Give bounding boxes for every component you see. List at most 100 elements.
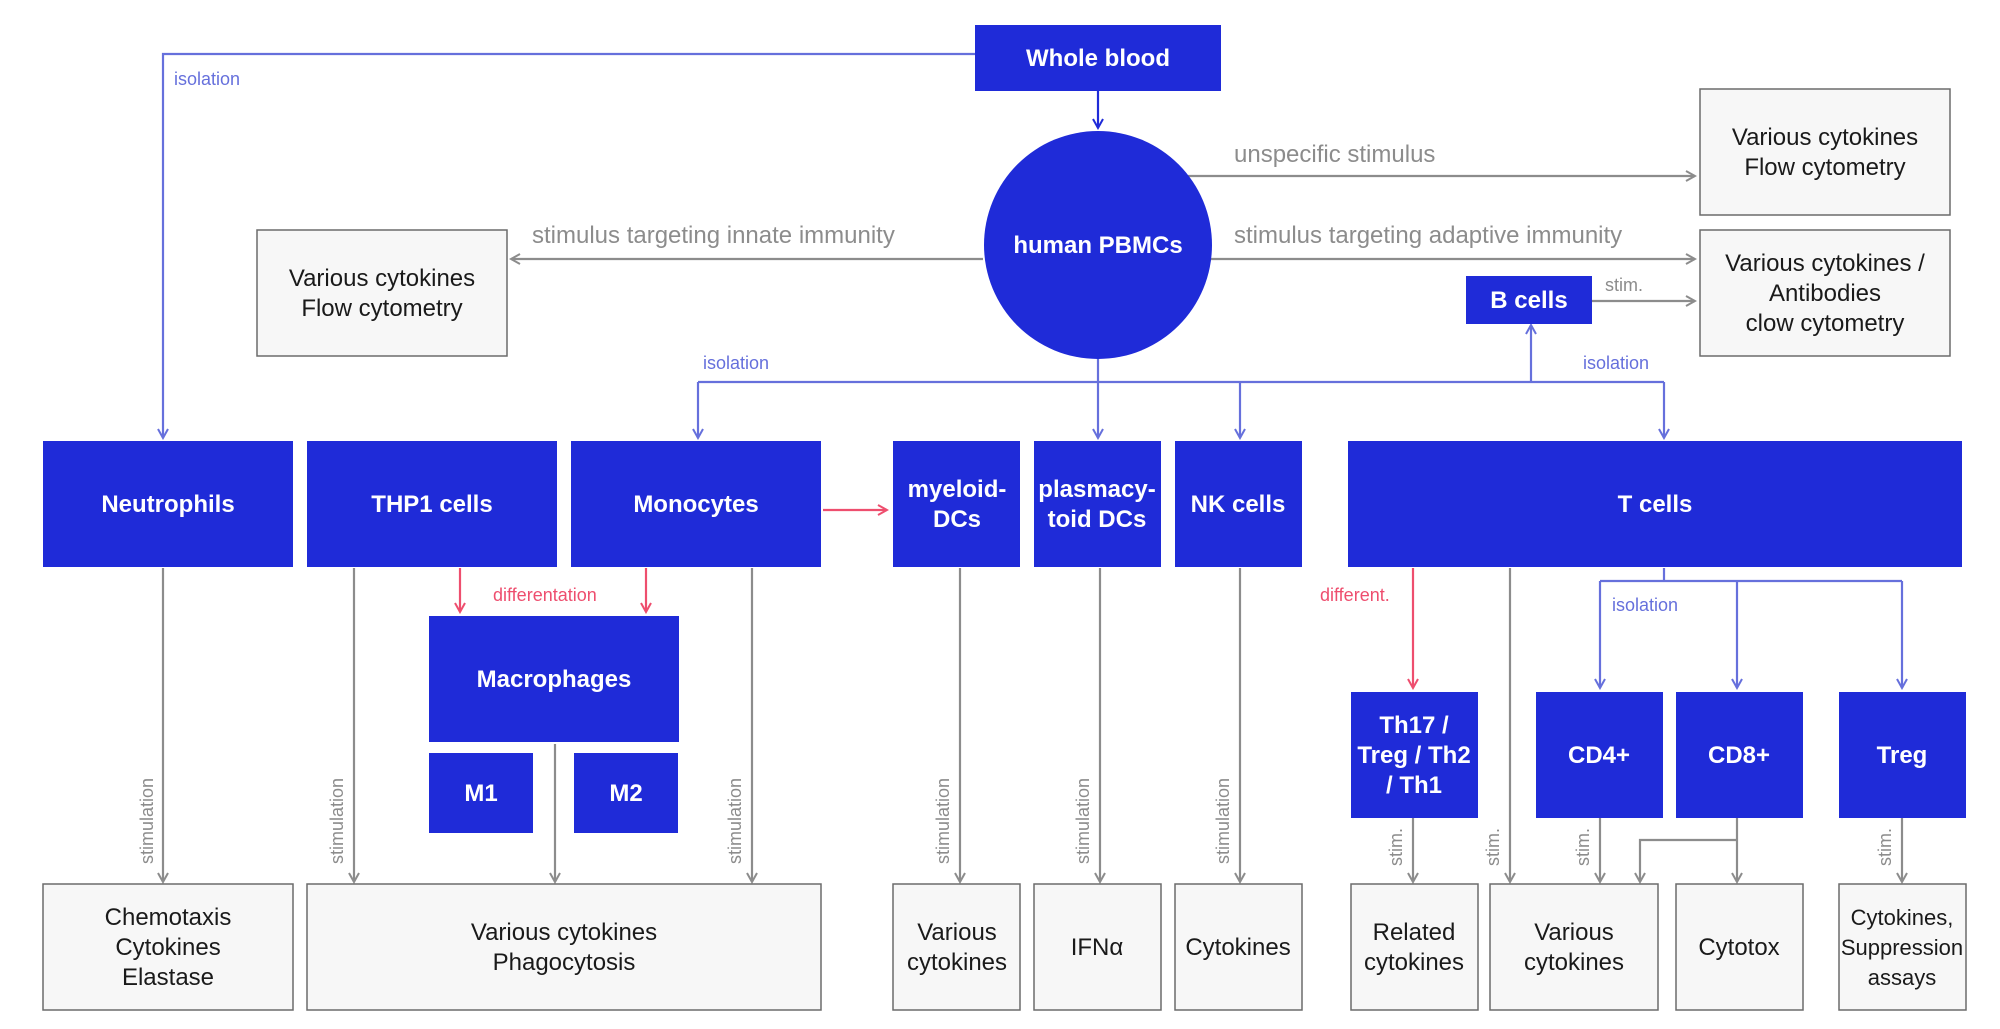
edge-labels: isolation unspecific stimulus stimulus t…: [137, 69, 1895, 866]
node-neutrophils-label: Neutrophils: [101, 491, 234, 518]
node-nk-cells-label: NK cells: [1191, 491, 1286, 518]
output-cd8: [1675, 883, 1804, 1011]
out_nk-line-0: Cytokines: [1185, 934, 1290, 961]
label-innate-stimulus: stimulus targeting innate immunity: [532, 222, 895, 249]
node-th-subsets-label: Th17 /Treg / Th2/ Th1: [1357, 712, 1470, 799]
out_mdc-line-1: cytokines: [907, 949, 1007, 976]
out_cd4-line-1: cytokines: [1524, 949, 1624, 976]
label-differentiation: differentation: [493, 585, 597, 605]
node-whole-blood-label: Whole blood: [1026, 45, 1170, 72]
mdc-line-1: DCs: [933, 506, 981, 533]
label-stim-treg: stim.: [1875, 828, 1895, 866]
edges: [163, 52, 1902, 882]
output-nk-cells: [1174, 883, 1303, 1011]
node-treg-label: Treg: [1877, 742, 1928, 769]
edge-tcells-isolation-bus: [1600, 568, 1902, 583]
neutrophils-line-0: Neutrophils: [101, 491, 234, 518]
label-stimulation-pdc: stimulation: [1073, 778, 1093, 864]
label-stim-th: stim.: [1386, 828, 1406, 866]
output-th-subsets: [1350, 883, 1479, 1011]
cd4-line-0: CD4+: [1568, 742, 1630, 769]
output-myeloid-dcs-label: Various cytokines: [907, 919, 1007, 976]
edge-pbmc-isolation-bus: [698, 358, 1664, 384]
out_mid_right-line-1: Antibodies: [1769, 280, 1881, 307]
node-treg: [1839, 692, 1966, 818]
cd8-line-0: CD8+: [1708, 742, 1770, 769]
treg-line-0: Treg: [1877, 742, 1928, 769]
monocytes-line-0: Monocytes: [633, 491, 758, 518]
node-plasmacytoid-dcs: [1034, 441, 1161, 567]
output-cd8-label: Cytotox: [1698, 934, 1779, 961]
node-cd8: [1676, 692, 1803, 818]
node-t-cells-label: T cells: [1618, 491, 1693, 518]
out_phago-line-0: Various cytokines: [471, 919, 657, 946]
output-phagocytosis: [306, 883, 822, 1011]
out_top_right-line-1: Flow cytometry: [1744, 154, 1905, 181]
output-mid-right: [1699, 229, 1951, 357]
label-isolation-neutrophils: isolation: [174, 69, 240, 89]
out_mid_right-line-0: Various cytokines /: [1725, 250, 1925, 277]
output-mid-right-label: Various cytokines / Antibodies clow cytome…: [1725, 250, 1925, 337]
label-different: different.: [1320, 585, 1390, 605]
node-monocytes-label: Monocytes: [633, 491, 758, 518]
node-human-pbmcs: [984, 131, 1212, 359]
th_subsets-line-0: Th17 /: [1379, 712, 1449, 739]
label-adaptive-stimulus: stimulus targeting adaptive immunity: [1234, 222, 1622, 249]
out_cd4-line-0: Various: [1534, 919, 1614, 946]
output-treg: [1838, 883, 1967, 1011]
m1-line-0: M1: [464, 780, 497, 807]
node-cd4: [1536, 692, 1663, 818]
pdc-line-1: toid DCs: [1048, 506, 1147, 533]
node-th-subsets: [1351, 692, 1478, 818]
label-stim-bcells: stim.: [1605, 275, 1643, 295]
whole_blood-line-0: Whole blood: [1026, 45, 1170, 72]
nodes: Whole blood human PBMCs B cells Neutroph…: [42, 25, 1967, 1011]
out_left-line-0: Various cytokines: [289, 265, 475, 292]
out_phago-line-1: Phagocytosis: [493, 949, 636, 976]
pdc-line-0: plasmacy-: [1038, 476, 1155, 503]
node-b-cells: [1466, 276, 1592, 324]
label-isolation-right: isolation: [1583, 353, 1649, 373]
out_neutro-line-2: Elastase: [122, 964, 214, 991]
out_treg-line-2: assays: [1868, 965, 1936, 990]
edge-blood-to-neutrophils: [163, 52, 975, 438]
out_mid_right-line-2: clow cytometry: [1746, 310, 1905, 337]
output-top-right: [1699, 88, 1951, 216]
node-thp1-cells: [307, 441, 557, 567]
out_th-line-0: Related: [1373, 919, 1456, 946]
node-plasmacytoid-dcs-label: plasmacy-toid DCs: [1038, 476, 1155, 533]
node-myeloid-dcs-label: myeloid- DCs: [908, 476, 1007, 533]
label-isolation-tcells: isolation: [1612, 595, 1678, 615]
label-stimulation-monocytes: stimulation: [725, 778, 745, 864]
node-cd8-label: CD8+: [1708, 742, 1770, 769]
label-unspecific-stimulus: unspecific stimulus: [1234, 141, 1435, 168]
th_subsets-line-2: / Th1: [1386, 772, 1442, 799]
node-macrophages: [429, 616, 679, 742]
pbmc-line-0: human PBMCs: [1013, 232, 1182, 259]
out_mdc-line-0: Various: [917, 919, 997, 946]
out_cd8-line-0: Cytotox: [1698, 934, 1779, 961]
node-t-cells: [1348, 441, 1962, 567]
nk-line-0: NK cells: [1191, 491, 1286, 518]
output-plasmacytoid-dcs-label: IFNα: [1071, 934, 1124, 961]
node-nk-cells: [1175, 441, 1302, 567]
node-m1: [429, 753, 533, 833]
out_treg-line-1: Suppression: [1841, 935, 1963, 960]
label-isolation-left: isolation: [703, 353, 769, 373]
node-human-pbmcs-label: human PBMCs: [1013, 232, 1182, 259]
label-stim-cd4: stim.: [1573, 828, 1593, 866]
node-neutrophils: [43, 441, 293, 567]
edge-cd8-to-cd4-output: [1640, 838, 1737, 882]
label-stimulation-nk: stimulation: [1213, 778, 1233, 864]
node-cd4-label: CD4+: [1568, 742, 1630, 769]
mdc-line-0: myeloid-: [908, 476, 1007, 503]
out_left-line-1: Flow cytometry: [301, 295, 462, 322]
out_pdc-line-0: IFNα: [1071, 934, 1124, 961]
output-left: [256, 229, 508, 357]
